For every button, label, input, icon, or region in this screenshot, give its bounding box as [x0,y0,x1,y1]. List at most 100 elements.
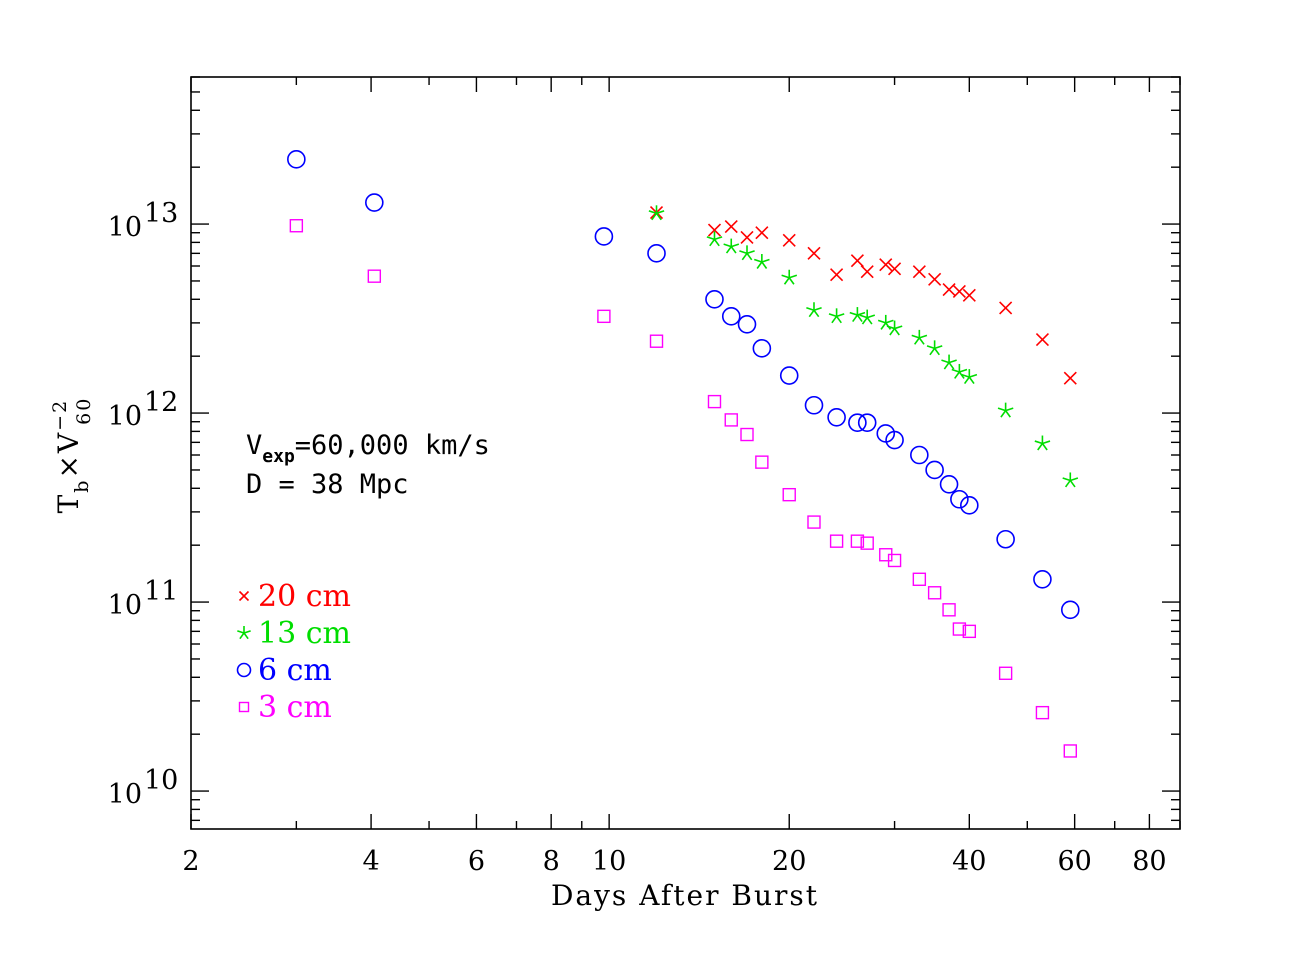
star-ray [813,309,820,318]
data-point [827,407,846,427]
cross-stroke [782,233,796,247]
data-point [849,307,866,323]
star-ray [866,314,876,319]
data-point [962,624,977,639]
x-tick-label: 80 [1132,846,1166,877]
data-point [942,283,956,297]
data-point [806,302,822,318]
data-point [885,430,904,450]
data-point [804,395,824,415]
y-label-v-sub: 60 [73,397,95,425]
data-point [781,269,798,285]
star-ray [1070,477,1079,482]
data-point [724,413,738,427]
star-ray [761,258,770,263]
star-ray [894,325,903,330]
star-ray [968,376,975,385]
data-point [950,489,969,509]
star-ray [1064,479,1071,488]
data-point [648,205,665,221]
data-point [706,231,723,247]
data-point [365,193,384,212]
star-ray [1034,440,1043,445]
data-point [998,666,1013,680]
star-ray [1004,410,1011,418]
data-point [721,307,741,326]
cross-stroke [912,265,926,279]
star-ray [886,325,895,330]
data-point [860,536,874,550]
star-ray [239,632,245,640]
data-point [828,308,845,324]
data-point [367,269,382,283]
star-ray [943,362,950,370]
y-tick-exponent: 10 [144,765,178,796]
data-point [707,223,722,237]
legend-label: 13 cm [258,616,351,651]
annotation-part: exp [262,446,295,467]
data-point [860,265,874,279]
star-ray [761,261,768,269]
series-13-cm [648,205,1079,488]
cross-stroke [999,301,1013,315]
data-point [807,515,821,529]
data-point [236,662,252,678]
star-ray [813,307,822,312]
cross-stroke [807,246,821,260]
y-label-base: T [52,493,85,514]
series-3-cm [289,219,1077,758]
star-ray [859,314,868,319]
data-point [723,238,740,254]
data-point [238,590,250,602]
y-tick-exponent: 13 [144,198,178,229]
data-point [887,553,902,568]
data-point [237,626,251,640]
cross-stroke [707,223,722,237]
legend-label: 3 cm [258,690,332,725]
star-ray [877,319,887,324]
data-point [755,455,769,469]
star-ray [731,243,740,248]
cross-stroke [942,283,956,297]
cross-stroke [755,226,769,240]
star-ray [806,307,815,312]
data-point [952,284,966,299]
y-label-times: × [52,453,85,478]
star-ray [725,246,732,254]
star-ray [836,313,845,318]
star-ray [831,315,838,324]
data-point [754,253,770,269]
cross-stroke [952,284,966,299]
y-label-base-sub: b [71,479,93,493]
cross-stroke [962,288,976,302]
cross-stroke [724,220,738,234]
x-tick-label: 2 [182,846,199,877]
star-ray [1041,443,1048,451]
annotation-part: D = 38 Mpc [246,469,409,500]
data-point [1034,435,1051,451]
y-label-v: V [52,431,85,454]
star-ray [1042,440,1051,445]
star-ray [997,407,1006,412]
star-ray [857,311,866,316]
y-tick-label: 10 [108,779,142,810]
star-ray [656,210,665,215]
data-point [941,354,957,370]
data-point [960,496,979,515]
cross-stroke [879,258,893,272]
star-ray [781,274,790,279]
star-ray [919,334,928,339]
star-ray [828,313,837,318]
star-ray [1069,479,1076,488]
star-ray [885,319,894,324]
data-point [724,220,738,234]
star-ray [709,238,716,247]
data-point [996,529,1015,549]
y-tick-exponent: 11 [144,576,178,607]
data-point [857,413,877,432]
y-tick-label: 10 [108,212,142,243]
